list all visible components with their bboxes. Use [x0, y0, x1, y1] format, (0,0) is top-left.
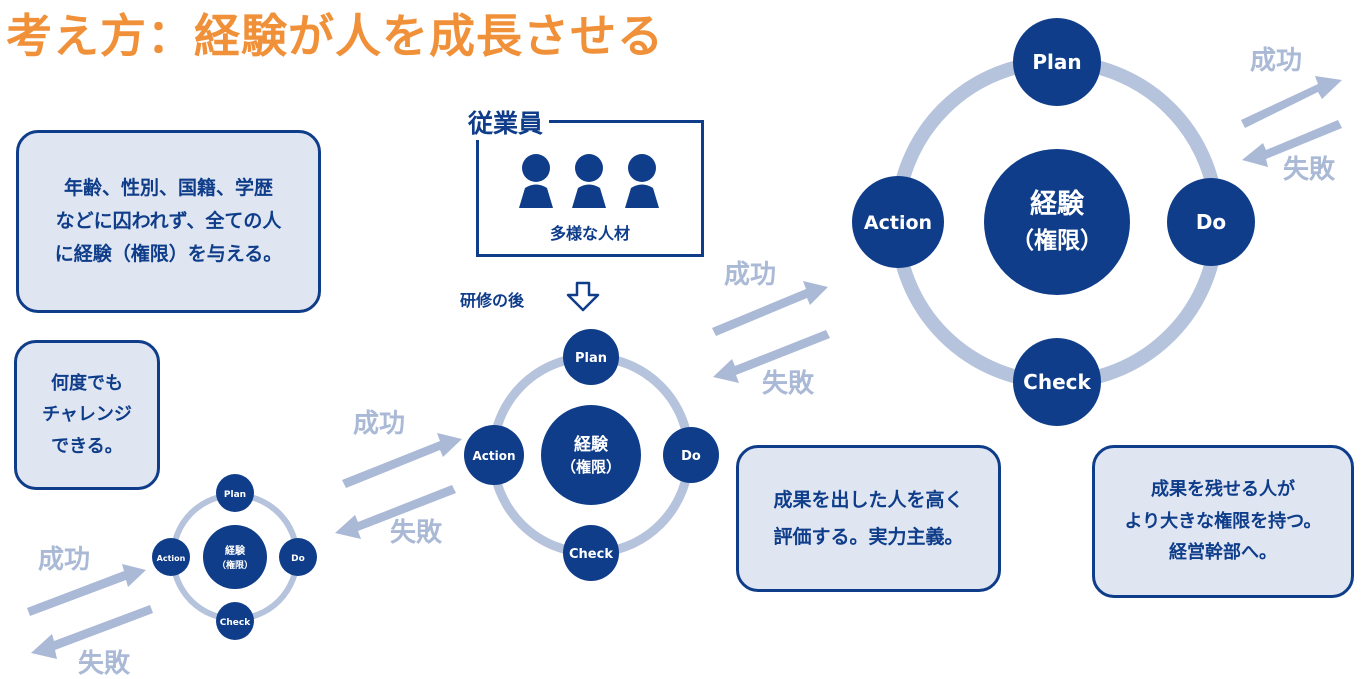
success-label: 成功: [724, 260, 776, 290]
failure-label: 失敗: [762, 368, 815, 399]
person-icon: [625, 154, 659, 208]
failure-label: 失敗: [78, 648, 131, 679]
success-arrow-icon: [712, 281, 828, 336]
do-label: Do: [291, 554, 305, 564]
success-label: 成功: [353, 409, 405, 439]
action-label: Action: [157, 554, 186, 563]
success-label: 成功: [1250, 46, 1302, 76]
success-arrow-icon: [27, 564, 146, 616]
center-sub-label: （権限）: [217, 559, 253, 571]
challenge-box: 何度でも チャレンジ できる。: [14, 340, 160, 490]
action-label: Action: [864, 212, 932, 234]
principle-box: 年齢、性別、国籍、学歴 などに囚われず、全ての人 に経験（権限）を与える。: [16, 130, 321, 313]
executive-box: 成果を残せる人が より大きな権限を持つ。 経営幹部へ。: [1092, 445, 1354, 598]
failure-arrow-icon: [1242, 120, 1342, 167]
success-arrow-icon: [1241, 76, 1342, 128]
small-pdca-cycle: Plan Do Check Action 経験 （権限）: [152, 474, 317, 640]
success-arrow-icon: [342, 433, 462, 488]
failure-label: 失敗: [1283, 154, 1336, 185]
plan-label: Plan: [224, 490, 246, 500]
failure-arrow-icon: [335, 485, 456, 539]
person-icon: [519, 154, 553, 208]
action-label: Action: [472, 449, 515, 463]
large-pdca-cycle: Plan Do Check Action 経験 （権限）: [852, 18, 1255, 426]
failure-arrow-icon: [31, 605, 153, 659]
check-label: Check: [220, 618, 251, 628]
failure-arrow-icon: [713, 330, 830, 383]
down-arrow-icon: [566, 281, 600, 312]
center-label: 経験: [1030, 188, 1085, 220]
employees-subtitle: 多様な人材: [549, 224, 630, 243]
transition-arrows: [27, 76, 1342, 659]
center-label: 経験: [225, 544, 246, 557]
check-label: Check: [569, 547, 613, 562]
plan-label: Plan: [575, 351, 607, 366]
employees-title: 従業員: [462, 104, 550, 140]
do-label: Do: [1196, 210, 1226, 234]
success-label: 成功: [38, 545, 90, 575]
center-label: 経験: [574, 434, 609, 455]
evaluation-box: 成果を出した人を高く 評価する。実力主義。: [736, 445, 1001, 592]
medium-pdca-cycle: Plan Do Check Action 経験 （権限）: [464, 329, 719, 581]
people-icons: [519, 154, 659, 208]
page-title: 考え方：経験が人を成長させる: [6, 9, 664, 63]
failure-label: 失敗: [390, 517, 443, 548]
plan-label: Plan: [1032, 50, 1081, 74]
center-sub-label: （権限）: [1011, 227, 1103, 254]
do-label: Do: [681, 449, 701, 464]
check-label: Check: [1023, 370, 1091, 394]
person-icon: [572, 154, 606, 208]
after-training-label: 研修の後: [460, 291, 525, 310]
center-sub-label: （権限）: [561, 458, 621, 476]
